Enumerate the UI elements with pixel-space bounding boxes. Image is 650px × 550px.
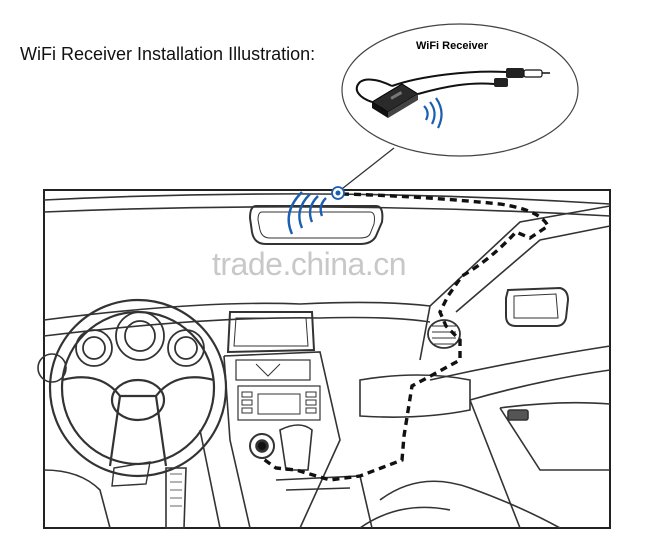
center-display <box>226 311 316 354</box>
windshield-receiver-mount <box>287 186 345 235</box>
car-interior-illustration <box>37 189 611 529</box>
wifi-receiver-device-icon <box>371 83 419 118</box>
callout-ellipse <box>341 23 579 157</box>
cable-route <box>261 192 551 482</box>
cable-end-plug <box>258 442 266 450</box>
frame-border <box>43 189 611 529</box>
wifi-signal-icon <box>423 97 443 129</box>
cable-connector-icon <box>494 68 550 87</box>
watermark-text: trade.china.cn <box>212 246 407 282</box>
receiver-cable-loop <box>355 78 393 103</box>
rearview-mirror <box>248 205 384 245</box>
pedal <box>165 467 187 529</box>
receiver-cable-2 <box>391 70 507 87</box>
receiver-callout <box>337 23 579 193</box>
wifi-signal-icon <box>287 191 327 235</box>
callout-leader-line <box>337 147 395 193</box>
receiver-callout-label: WiFi Receiver <box>416 40 489 52</box>
diagram-title: WiFi Receiver Installation Illustration: <box>20 44 316 64</box>
receiver-cable <box>417 82 495 95</box>
instrument-gauges <box>75 311 205 367</box>
radio-panel <box>237 385 321 421</box>
side-mirror <box>505 286 570 327</box>
